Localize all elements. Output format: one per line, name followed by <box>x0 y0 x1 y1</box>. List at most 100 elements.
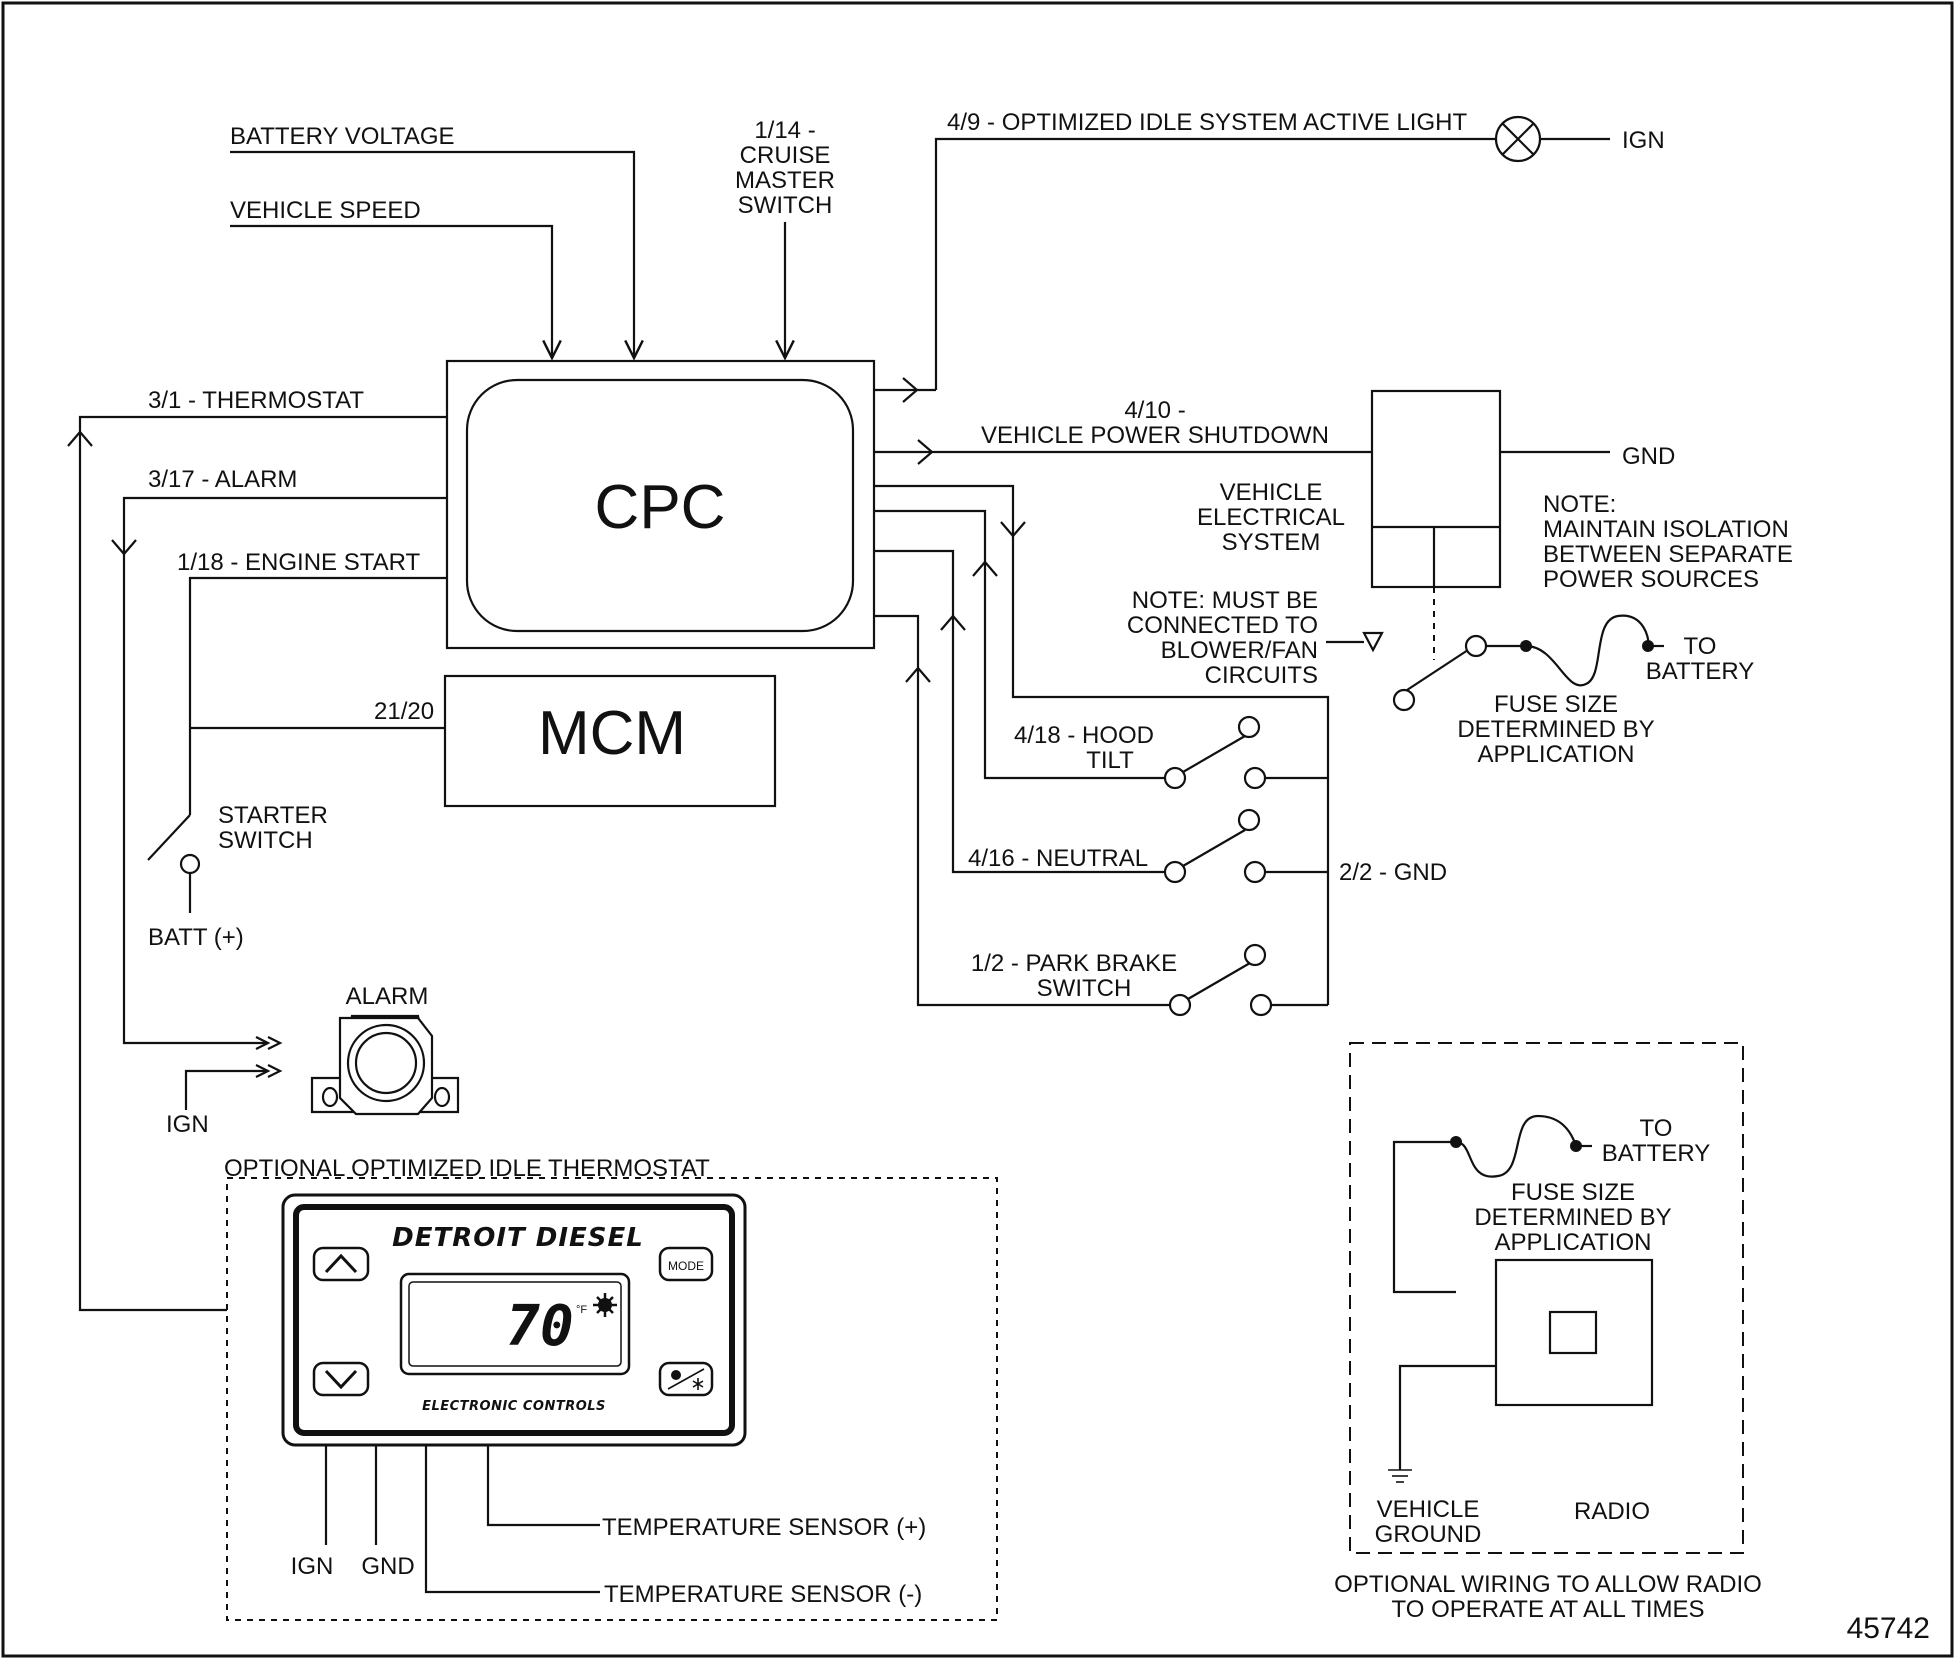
cruise-label-1: 1/14 - <box>754 117 815 144</box>
neutral-label: 4/16 - NEUTRAL <box>968 845 1148 872</box>
vehicle-ground-label-2: GROUND <box>1375 1521 1482 1548</box>
cpc-label: CPC <box>595 473 726 542</box>
blower-output-wire <box>874 484 1330 1005</box>
to-battery-1-a: TO <box>1684 633 1717 660</box>
fan-button[interactable] <box>658 1361 714 1397</box>
opt-radio-label-1: OPTIONAL WIRING TO ALLOW RADIO <box>1334 1571 1762 1598</box>
mode-label: MODE <box>668 1259 704 1273</box>
engine-start-label: 1/18 - ENGINE START <box>177 549 421 576</box>
to-battery-2-b: BATTERY <box>1602 1140 1710 1167</box>
batt-plus-label: BATT (+) <box>148 924 244 951</box>
note-iso-2: MAINTAIN ISOLATION <box>1543 516 1789 543</box>
chevron-up-icon <box>324 1253 358 1274</box>
ves-label-3: SYSTEM <box>1222 529 1321 556</box>
optional-thermostat-section: OPTIONAL OPTIMIZED IDLE THERMOSTAT DETRO… <box>224 1155 998 1621</box>
vehicle-ground-label-1: VEHICLE <box>1377 1496 1480 1523</box>
ves-label-1: VEHICLE <box>1220 479 1323 506</box>
note-iso-4: POWER SOURCES <box>1543 566 1759 593</box>
hood-tilt-wire: 4/18 - HOOD TILT <box>874 509 1328 790</box>
ign-thermo-label: IGN <box>291 1553 334 1580</box>
mcm-label: MCM <box>538 699 686 768</box>
temp-sensor-neg-label: TEMPERATURE SENSOR (-) <box>604 1581 922 1608</box>
cruise-label-4: SWITCH <box>738 192 833 219</box>
starter-label-1: STARTER <box>218 802 328 829</box>
shutdown-label-1: 4/10 - <box>1124 397 1185 424</box>
park-label-2: SWITCH <box>1037 975 1132 1002</box>
thermostat-leads: IGN GND TEMPERATURE SENSOR (+) TEMPERATU… <box>291 1445 926 1608</box>
battery-voltage-input: BATTERY VOLTAGE <box>230 123 634 358</box>
ground-icon <box>1388 1469 1412 1483</box>
vehicle-speed-label: VEHICLE SPEED <box>230 197 421 224</box>
hood-label-1: 4/18 - HOOD <box>1014 722 1154 749</box>
temp-sensor-pos-label: TEMPERATURE SENSOR (+) <box>602 1514 926 1541</box>
note-blower-1: NOTE: MUST BE <box>1132 587 1318 614</box>
engine-start-wire: 1/18 - ENGINE START 21/20 <box>177 549 447 815</box>
opt-radio-label-2: TO OPERATE AT ALL TIMES <box>1392 1596 1705 1623</box>
cruise-label-3: MASTER <box>735 167 835 194</box>
note-blower-3: BLOWER/FAN <box>1161 637 1318 664</box>
thermostat-wire: 3/1 - THERMOSTAT <box>67 387 447 1312</box>
chevron-down-icon <box>324 1369 358 1390</box>
note-iso-3: BETWEEN SEPARATE <box>1543 541 1793 568</box>
temp-unit: °F <box>576 1304 587 1316</box>
starter-switch: STARTER SWITCH BATT (+) <box>147 802 328 951</box>
to-battery-2-a: TO <box>1640 1115 1673 1142</box>
alarm-wire: 3/17 - ALARM <box>111 466 447 1045</box>
note-blower-2: CONNECTED TO <box>1127 612 1318 639</box>
thermostat-label: 3/1 - THERMOSTAT <box>148 387 364 414</box>
thermostat-panel: DETROIT DIESEL MODE <box>281 1193 747 1447</box>
isolation-note: NOTE: MAINTAIN ISOLATION BETWEEN SEPARAT… <box>1543 491 1793 593</box>
fuse-1-b: DETERMINED BY <box>1457 716 1654 743</box>
starter-label-2: SWITCH <box>218 827 313 854</box>
fuse-1-c: APPLICATION <box>1478 741 1635 768</box>
down-button[interactable] <box>312 1361 370 1397</box>
shutdown-relay-fuse: TO BATTERY FUSE SIZE DETERMINED BY APPLI… <box>1392 587 1754 768</box>
electronic-controls-label: ELECTRONIC CONTROLS <box>422 1399 606 1414</box>
alarm-buzzer: ALARM IGN <box>166 983 460 1138</box>
gnd-22-label: 2/2 - GND <box>1339 859 1447 886</box>
optional-radio-section: TO BATTERY FUSE SIZE DETERMINED BY APPLI… <box>1334 1042 1762 1623</box>
alarm-label: ALARM <box>346 983 429 1010</box>
cruise-master-switch-input: 1/14 - CRUISE MASTER SWITCH <box>735 117 835 358</box>
fuse-2-c: APPLICATION <box>1495 1229 1652 1256</box>
blower-note: NOTE: MUST BE CONNECTED TO BLOWER/FAN CI… <box>1127 587 1384 689</box>
fuse-2-b: DETERMINED BY <box>1474 1204 1671 1231</box>
ign-alarm-label: IGN <box>166 1111 209 1138</box>
idle-light-label: 4/9 - OPTIMIZED IDLE SYSTEM ACTIVE LIGHT <box>947 109 1467 136</box>
mode-button[interactable]: MODE <box>658 1246 714 1282</box>
cruise-label-2: CRUISE <box>740 142 831 169</box>
ign-light-label: IGN <box>1622 127 1665 154</box>
vehicle-speed-input: VEHICLE SPEED <box>230 197 552 358</box>
temp-value: 70 <box>506 1294 573 1359</box>
mcm-wire-label: 21/20 <box>374 698 434 725</box>
note-blower-4: CIRCUITS <box>1205 662 1318 689</box>
sun-icon <box>593 1293 617 1317</box>
sun-icon <box>671 1370 681 1380</box>
to-battery-1-b: BATTERY <box>1646 658 1754 685</box>
alarm-wire-label: 3/17 - ALARM <box>148 466 297 493</box>
neutral-wire: 4/16 - NEUTRAL 2/2 - GND <box>874 549 1447 886</box>
fuse-1-a: FUSE SIZE <box>1494 691 1618 718</box>
park-label-1: 1/2 - PARK BRAKE <box>971 950 1177 977</box>
up-button[interactable] <box>312 1246 370 1282</box>
gnd-right-label: GND <box>1622 443 1675 470</box>
park-brake-wire: 1/2 - PARK BRAKE SWITCH <box>874 614 1328 1017</box>
hood-label-2: TILT <box>1086 747 1134 774</box>
note-iso-1: NOTE: <box>1543 491 1616 518</box>
vehicle-power-shutdown-circuit: 4/10 - VEHICLE POWER SHUTDOWN GND VEHICL… <box>874 389 1675 589</box>
radio-unit <box>1494 1258 1654 1407</box>
ves-label-2: ELECTRICAL <box>1197 504 1345 531</box>
shutdown-label-2: VEHICLE POWER SHUTDOWN <box>981 422 1329 449</box>
snowflake-icon <box>692 1378 704 1390</box>
gnd-thermo-label: GND <box>361 1553 414 1580</box>
figure-number: 45742 <box>1847 1612 1930 1645</box>
battery-voltage-label: BATTERY VOLTAGE <box>230 123 455 150</box>
mcm-module: MCM <box>443 674 777 808</box>
radio-label: RADIO <box>1574 1498 1650 1525</box>
idle-active-light-circuit: 4/9 - OPTIMIZED IDLE SYSTEM ACTIVE LIGHT… <box>874 109 1665 403</box>
cpc-module: CPC <box>445 359 876 650</box>
fuse-2-a: FUSE SIZE <box>1511 1179 1635 1206</box>
brand-label: DETROIT DIESEL <box>392 1223 644 1253</box>
